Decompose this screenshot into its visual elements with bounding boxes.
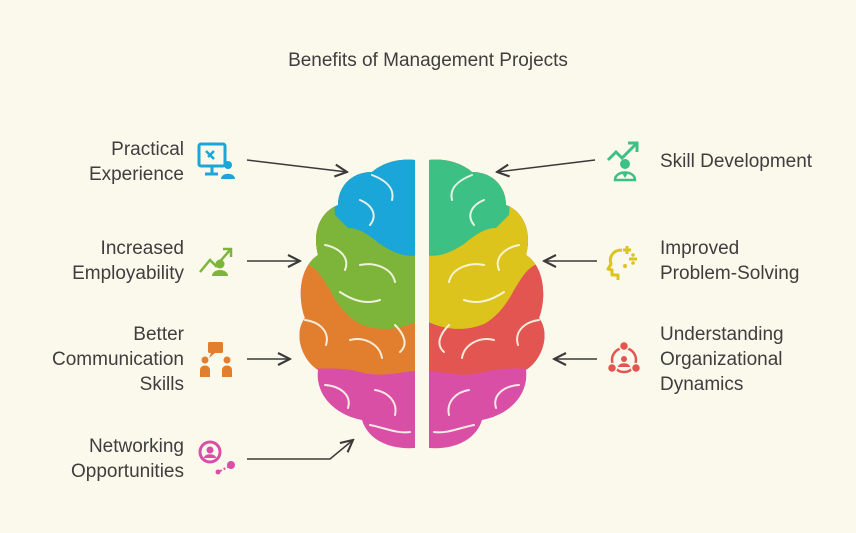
- arrow-practical-experience: [246, 159, 347, 172]
- person-network-icon: [198, 440, 235, 475]
- arrow-networking: [247, 440, 353, 460]
- diagram-title: Benefits of Management Projects: [288, 50, 568, 71]
- label-skill-development: Skill Development: [660, 151, 813, 172]
- people-chat-icon: [200, 342, 232, 377]
- person-growth-icon: [199, 247, 233, 276]
- person-chart-up-icon: [606, 141, 639, 182]
- computer-user-icon: [197, 142, 235, 179]
- org-circle-icon: [606, 340, 642, 374]
- head-plus-minus-icon: [606, 246, 637, 280]
- left-hemisphere: [299, 159, 415, 449]
- right-hemisphere: [429, 159, 545, 449]
- arrow-skill-development: [497, 159, 596, 172]
